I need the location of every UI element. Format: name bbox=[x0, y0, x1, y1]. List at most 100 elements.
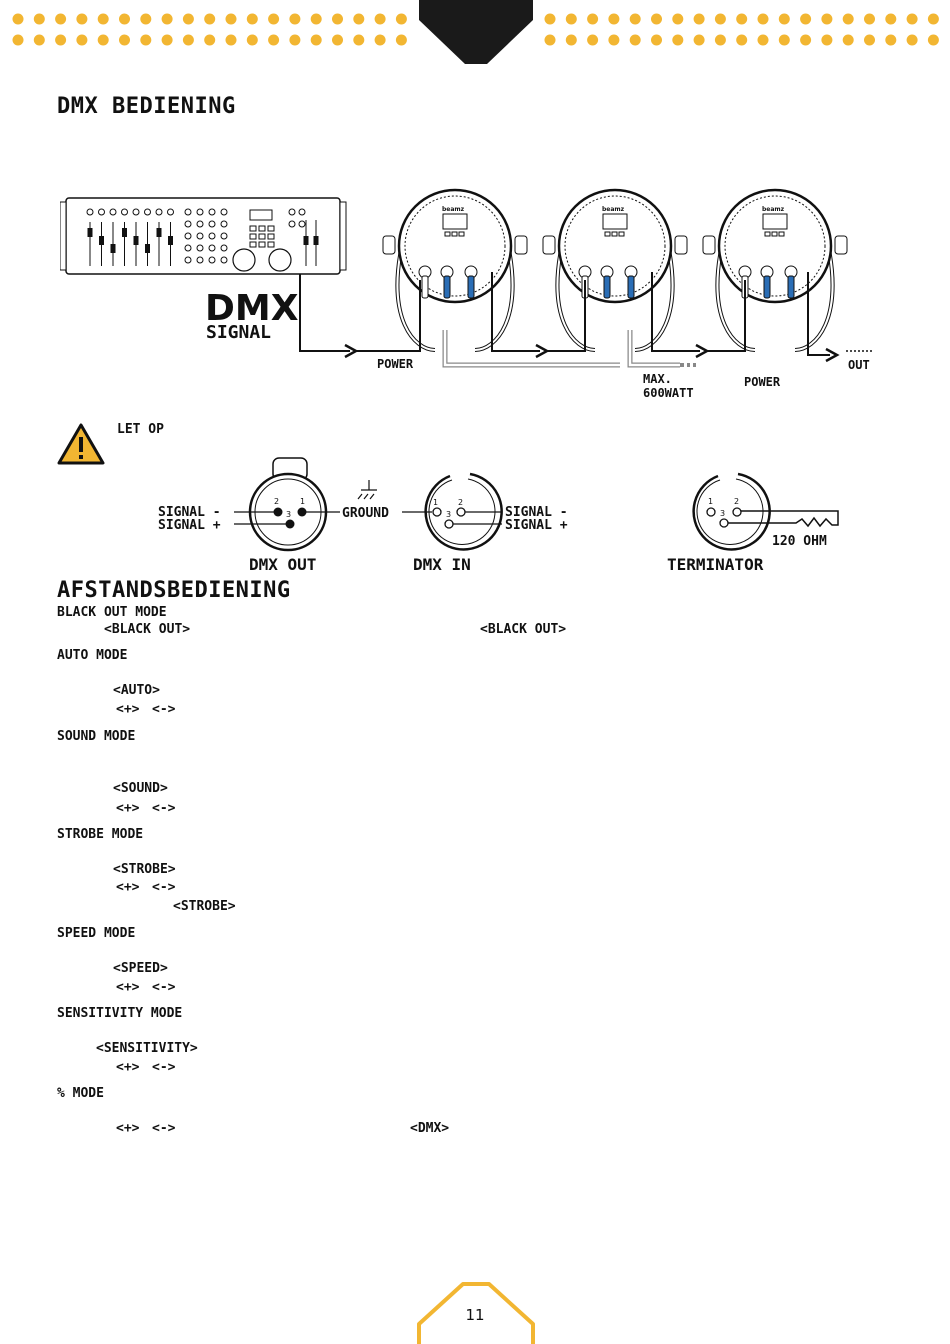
decorative-dot bbox=[310, 13, 322, 25]
dmx-out-pin-2 bbox=[273, 507, 283, 517]
decorative-dot bbox=[12, 13, 24, 25]
decorative-dot bbox=[736, 13, 748, 25]
fixture-button bbox=[618, 231, 625, 237]
terminator-pin-label-3: 3 bbox=[720, 509, 725, 518]
dmx-out-connector: 2 1 3 bbox=[248, 457, 328, 552]
section-title-dmx: DMX BEDIENING bbox=[57, 94, 236, 119]
decorative-dot bbox=[736, 34, 748, 46]
speed-key: <SPEED> bbox=[113, 961, 168, 976]
dmx-controller-illustration bbox=[60, 197, 347, 275]
ground-icon bbox=[357, 480, 377, 500]
sound-plus-key: <+> bbox=[116, 801, 140, 816]
controller-button bbox=[208, 220, 216, 228]
controller-key bbox=[249, 241, 257, 248]
dmx-out-signal-minus: SIGNAL - bbox=[158, 505, 221, 520]
terminator-connector: 1 2 3 bbox=[692, 472, 771, 551]
controller-button bbox=[184, 220, 192, 228]
par-fixture: beamz bbox=[702, 188, 848, 352]
dmx-out-pin-3 bbox=[285, 519, 295, 529]
controller-knob bbox=[155, 208, 163, 216]
ground-label: GROUND bbox=[342, 506, 389, 521]
controller-button bbox=[208, 244, 216, 252]
controller-button bbox=[220, 244, 228, 252]
fixture-bracket-inner bbox=[396, 239, 514, 351]
top-tab-shape bbox=[419, 0, 533, 64]
fixture-button bbox=[451, 231, 458, 237]
controller-button bbox=[196, 220, 204, 228]
decorative-dot bbox=[693, 34, 705, 46]
controller-knob bbox=[132, 208, 140, 216]
auto-key: <AUTO> bbox=[113, 683, 160, 698]
page-number-tab bbox=[417, 1282, 535, 1344]
decorative-dot bbox=[140, 34, 152, 46]
decorative-dot bbox=[161, 34, 173, 46]
fixture-plug bbox=[421, 275, 429, 299]
decorative-dot bbox=[76, 13, 88, 25]
fixture-button bbox=[764, 231, 771, 237]
warning-triangle-icon bbox=[57, 423, 105, 465]
controller-button bbox=[184, 244, 192, 252]
decorative-dot bbox=[714, 34, 726, 46]
decorative-dot bbox=[885, 13, 897, 25]
fixture-button bbox=[611, 231, 618, 237]
xlr-connector-diagram: 2 1 3 SIGNAL - SIGNAL + DMX OUT GROUND 1… bbox=[158, 457, 839, 574]
terminator-title: TERMINATOR bbox=[667, 555, 764, 574]
fixture-knob-left bbox=[382, 235, 396, 255]
decorative-dot bbox=[289, 13, 301, 25]
decorative-dot bbox=[55, 34, 67, 46]
decorative-dot bbox=[757, 34, 769, 46]
fixture-brand-label: beamz bbox=[762, 206, 785, 213]
controller-knob bbox=[121, 208, 128, 216]
controller-fader bbox=[99, 236, 104, 245]
fixture-rim bbox=[564, 195, 666, 297]
dmx-out-pin-label-3: 3 bbox=[286, 510, 291, 519]
fixture-plug bbox=[603, 275, 611, 299]
controller-key bbox=[258, 225, 266, 232]
decorative-dot bbox=[374, 13, 386, 25]
par-fixture: beamz bbox=[542, 188, 688, 352]
decorative-dot bbox=[608, 34, 620, 46]
fixture-button bbox=[771, 231, 778, 237]
decorative-dot bbox=[906, 34, 918, 46]
decorative-dot bbox=[332, 13, 343, 25]
controller-button bbox=[184, 256, 192, 264]
dmx-in-connector: 1 2 3 bbox=[424, 472, 503, 551]
decorative-dot bbox=[332, 34, 343, 46]
fixture-display bbox=[762, 213, 788, 230]
fixture-knob-left bbox=[542, 235, 556, 255]
decorative-dot bbox=[565, 13, 577, 25]
black-out-key-2: <BLACK OUT> bbox=[480, 622, 567, 637]
sound-minus-key: <-> bbox=[152, 801, 176, 816]
decorative-dot bbox=[629, 13, 641, 25]
decorative-dot bbox=[672, 34, 684, 46]
out-label: OUT bbox=[848, 358, 870, 372]
sensitivity-mode-heading: SENSITIVITY MODE bbox=[57, 1006, 183, 1021]
resistor-key-icon bbox=[728, 510, 839, 528]
dmx-in-signal-minus: SIGNAL - bbox=[505, 505, 568, 520]
controller-key bbox=[267, 225, 275, 232]
decorative-dot bbox=[864, 34, 875, 46]
sensitivity-plus-key: <+> bbox=[116, 1060, 140, 1075]
controller-knob bbox=[109, 208, 117, 216]
decorative-dot bbox=[289, 34, 301, 46]
top-dots-right bbox=[540, 10, 945, 50]
controller-knob bbox=[298, 208, 306, 216]
controller-key bbox=[267, 233, 275, 240]
decorative-dot bbox=[225, 13, 237, 25]
auto-minus-key: <-> bbox=[152, 702, 176, 717]
terminator-pin-3 bbox=[719, 518, 729, 528]
controller-button bbox=[220, 220, 228, 228]
controller-button bbox=[196, 256, 204, 264]
controller-fader bbox=[303, 236, 309, 245]
controller-fader bbox=[122, 228, 127, 237]
controller-fader bbox=[313, 236, 319, 245]
fixture-button bbox=[604, 231, 611, 237]
controller-knob bbox=[288, 220, 296, 228]
decorative-dot bbox=[927, 34, 939, 46]
auto-mode-heading: AUTO MODE bbox=[57, 648, 128, 663]
watt-label: 600WATT bbox=[643, 386, 694, 400]
decorative-dot bbox=[76, 34, 88, 46]
decorative-dot bbox=[565, 34, 577, 46]
decorative-dot bbox=[55, 13, 67, 25]
power-label-left: POWER bbox=[377, 357, 414, 371]
